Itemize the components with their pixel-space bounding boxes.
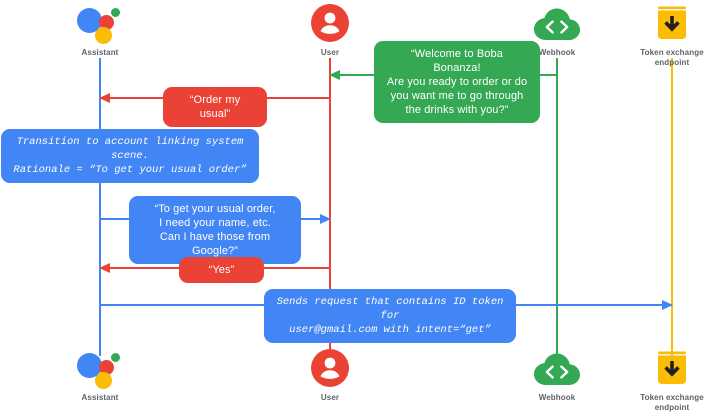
- actor-label-assistant: Assistant: [81, 393, 119, 402]
- webhook-icon-wrap-bottom: [497, 349, 617, 389]
- cloud-code-icon: [534, 351, 580, 387]
- token-icon-wrap: [612, 4, 725, 44]
- actor-label-webhook: Webhook: [538, 48, 576, 57]
- message-need-name: “To get your usual order, I need your na…: [129, 196, 301, 264]
- cloud-code-icon: [534, 6, 580, 42]
- actor-user-bottom: User: [270, 349, 390, 403]
- actor-label-token: Token exchange endpoint: [640, 48, 704, 67]
- actor-assistant-bottom: Assistant: [40, 349, 160, 403]
- actor-webhook-bottom: Webhook: [497, 349, 617, 403]
- note-transition: Transition to account linking system sce…: [1, 129, 259, 183]
- actor-label-user: User: [320, 393, 340, 402]
- lifeline-token: [671, 58, 673, 356]
- user-icon-wrap: [270, 4, 390, 44]
- actor-token-bottom: Token exchange endpoint: [612, 349, 725, 413]
- message-order-my-usual: “Order my usual”: [163, 87, 267, 127]
- assistant-icon-wrap-bottom: [40, 349, 160, 389]
- actor-token-top: Token exchange endpoint: [612, 4, 725, 68]
- message-yes: “Yes”: [179, 257, 264, 283]
- google-assistant-icon: [77, 351, 123, 389]
- actor-label-token: Token exchange endpoint: [640, 393, 704, 412]
- actor-label-assistant: Assistant: [81, 48, 119, 57]
- token-icon-wrap-bottom: [612, 349, 725, 389]
- google-assistant-icon: [77, 6, 123, 44]
- actor-webhook-top: Webhook: [497, 4, 617, 58]
- user-icon-wrap-bottom: [270, 349, 390, 389]
- message-sends-request: Sends request that contains ID token for…: [264, 289, 516, 343]
- message-welcome: “Welcome to Boba Bonanza! Are you ready …: [374, 41, 540, 123]
- download-box-icon: [653, 350, 691, 388]
- assistant-icon-wrap: [40, 4, 160, 44]
- download-box-icon: [653, 5, 691, 43]
- actor-user-top: User: [270, 4, 390, 58]
- lifeline-user: [329, 58, 331, 356]
- webhook-icon-wrap: [497, 4, 617, 44]
- lifeline-assistant: [99, 58, 101, 356]
- actor-label-user: User: [320, 48, 340, 57]
- user-icon: [311, 4, 349, 42]
- lifeline-webhook: [556, 58, 558, 356]
- actor-assistant-top: Assistant: [40, 4, 160, 58]
- actor-label-webhook: Webhook: [538, 393, 576, 402]
- user-icon: [311, 349, 349, 387]
